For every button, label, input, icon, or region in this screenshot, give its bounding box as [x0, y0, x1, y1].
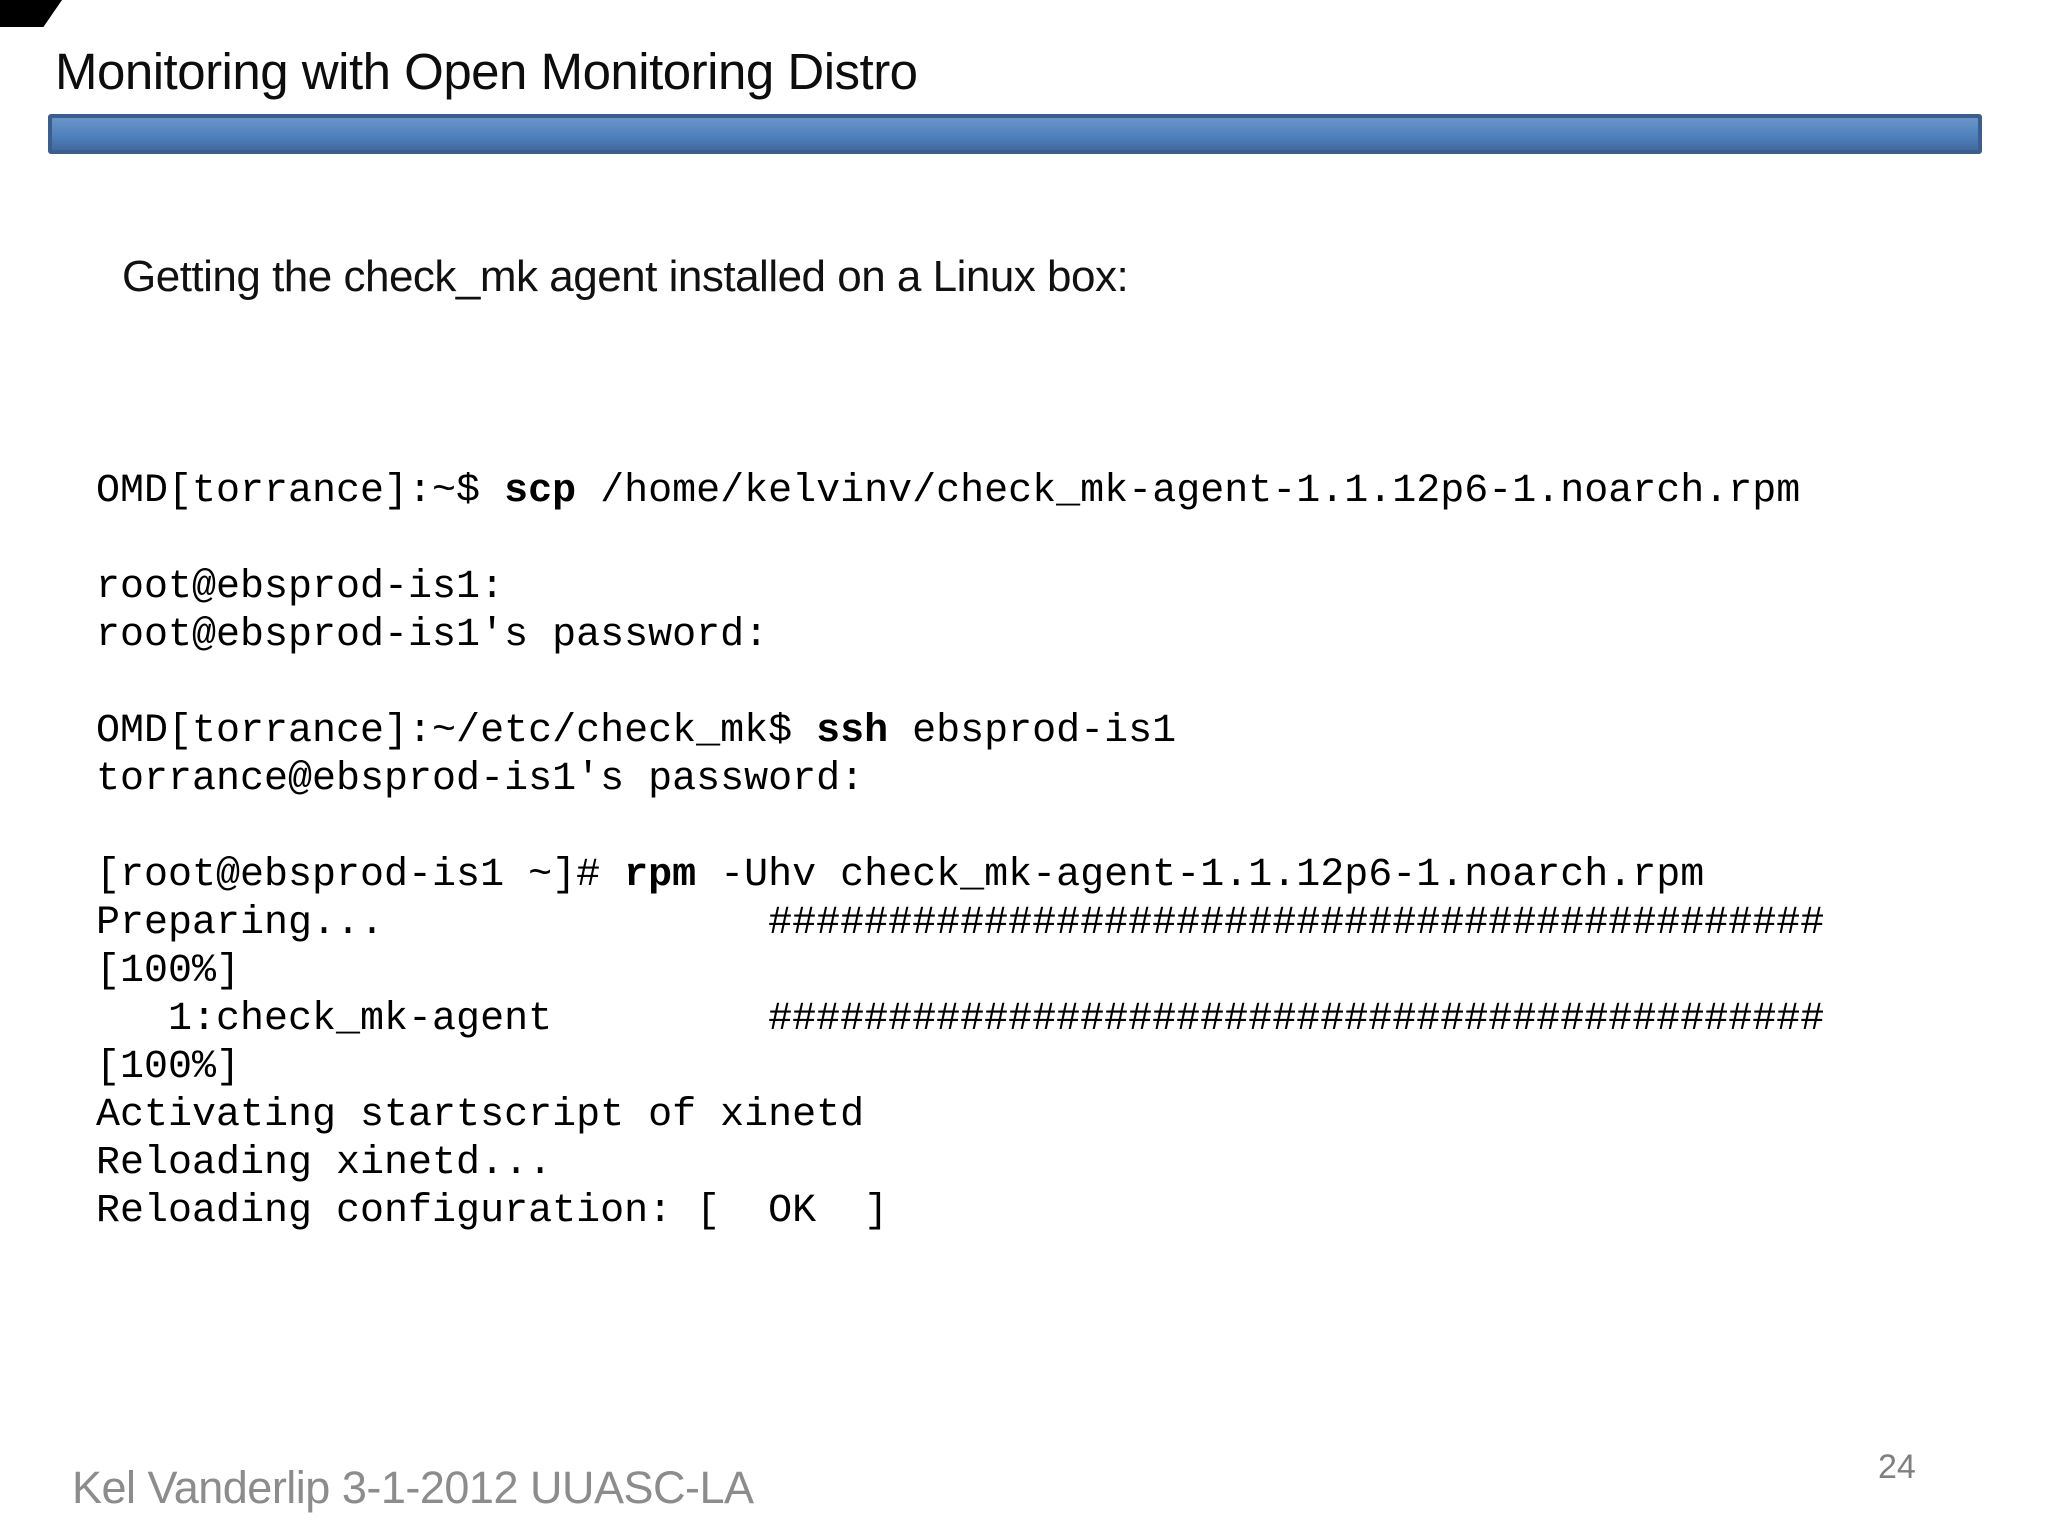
- terminal-line: [100%]: [96, 1045, 241, 1090]
- terminal-line: Activating startscript of xinetd: [96, 1093, 865, 1138]
- terminal-line: Preparing... ###########################…: [96, 901, 1825, 946]
- terminal-line: [96, 804, 1824, 852]
- terminal-line: [96, 660, 1824, 708]
- footer-credit: Kel Vanderlip 3-1-2012 UUASC-LA: [72, 1462, 754, 1513]
- terminal-line: [root@ebsprod-is1 ~]# rpm -Uhv check_mk-…: [96, 853, 1705, 898]
- slide-title: Monitoring with Open Monitoring Distro: [55, 43, 918, 100]
- terminal-line: torrance@ebsprod-is1's password:: [96, 757, 865, 802]
- terminal-line: [100%]: [96, 949, 241, 994]
- title-accent-bar: [48, 114, 1982, 154]
- body-heading: Getting the check_mk agent installed on …: [122, 252, 1129, 301]
- terminal-line: 1:check_mk-agent #######################…: [96, 997, 1825, 1042]
- terminal-line: OMD[torrance]:~$ scp /home/kelvinv/check…: [96, 469, 1801, 514]
- corner-artifact: [0, 0, 62, 27]
- terminal-line: root@ebsprod-is1's password:: [96, 613, 769, 658]
- terminal-output: OMD[torrance]:~$ scp /home/kelvinv/check…: [96, 468, 1824, 1236]
- terminal-line: root@ebsprod-is1:: [96, 565, 505, 610]
- terminal-line: [96, 516, 1824, 564]
- page-number: 24: [1878, 1448, 1916, 1486]
- terminal-line: Reloading xinetd...: [96, 1141, 553, 1186]
- terminal-line: OMD[torrance]:~/etc/check_mk$ ssh ebspro…: [96, 709, 1177, 754]
- terminal-line: Reloading configuration: [ OK ]: [96, 1189, 889, 1234]
